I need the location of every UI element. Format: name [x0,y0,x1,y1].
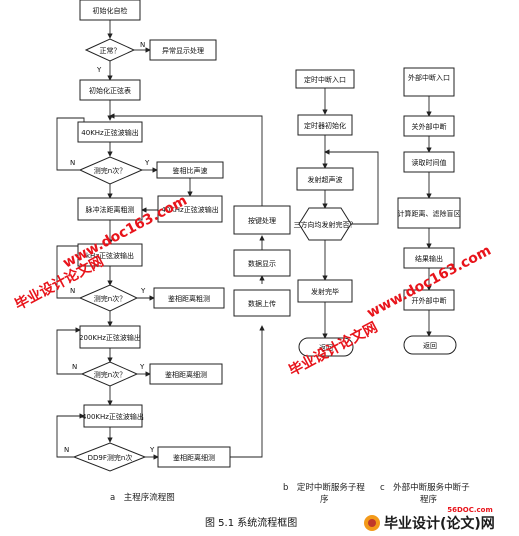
phase-coarse-node: 鉴相距离粗测 [153,287,225,309]
key-handle-label: 按键处理 [248,216,276,225]
measured-n2-no: N [70,287,75,295]
measured-n-no: N [70,159,75,167]
compute-node: 计算距离、滤除盲区 [397,197,461,229]
pulse-range-node: 脉冲法距离粗测 [77,197,143,221]
measured-n2-decision: 测完n次？ [78,284,139,312]
main-flow: 初始化自检 正常？ N Y 异常显示处理 初始化正弦表 40KHz正弦波输出 测… [56,0,291,472]
normal-decision: 正常？ [84,38,136,62]
timer-done-label: 发射完毕 [311,287,339,296]
send-node: 发射超声波 [296,167,354,191]
data-display-label: 数据显示 [248,259,276,268]
watermark-cn-1: 毕业设计论文网 [12,253,107,314]
phase-fine2-node: 鉴相距离细测 [157,446,231,468]
timer-return-node: 返回 [298,337,354,357]
sin40-out-label: 40KHz正弦波输出 [81,128,138,137]
khz-out-label: kHz正弦波输出 [86,251,134,260]
sin40-out-node: 40KHz正弦波输出 [77,121,143,143]
ext-open-node: 开外部中断 [403,289,455,311]
figure-title: 图 5.1 系统流程框图 [205,516,297,529]
sin40-out2-label: 40KHz正弦波输出 [161,205,218,214]
ext-entry-label: 外部中断入口 [408,73,450,82]
measured-n2-label: 测完n次？ [94,294,126,303]
ext-return-label: 返回 [423,342,437,350]
ext-open-label: 开外部中断 [412,296,447,305]
data-upload-label: 数据上传 [248,299,276,308]
measured-n3-yes: Y [139,363,145,371]
output-label: 结果输出 [415,254,443,263]
khz-out-node: kHz正弦波输出 [77,243,143,267]
phase-speed-node: 鉴相比声速 [156,161,224,179]
timer-done-node: 发射完毕 [297,279,353,303]
logo-main-text: 毕业设计(论文)网 [384,515,495,532]
ext-close-node: 关外部中断 [403,115,455,137]
measured-n3-no: N [72,363,77,371]
compute-label: 计算距离、滤除盲区 [398,209,461,218]
caption-c-line2: 程序 [420,494,438,505]
timer-flow: 定时中断入口 定时器初始化 发射超声波 三方向均发射完否？ 发射完毕 返回 [294,69,379,357]
ext-return-node: 返回 [403,335,457,355]
three-dir-decision: 三方向均发射完否？ [294,207,357,241]
timer-entry-node: 定时中断入口 [295,69,355,89]
phase-coarse-label: 鉴相距离粗测 [168,294,210,303]
measured-n-yes: Y [144,159,150,167]
phase-speed-label: 鉴相比声速 [173,166,208,175]
pulse-range-label: 脉冲法距离粗测 [86,205,135,214]
timer-init-node: 定时器初始化 [297,114,353,136]
caption-b-line2: 序 [320,494,329,505]
phase-fine-label: 鉴相距离细测 [165,370,207,379]
send-label: 发射超声波 [308,175,343,184]
measured-n-label: 测完n次？ [94,166,126,175]
caption-b-line1: b 定时中断服务子程 [283,482,365,493]
ext-close-label: 关外部中断 [412,122,447,131]
ext-entry-node: 外部中断入口 [403,67,455,97]
sin200-out-node: 200KHz正弦波输出 [79,325,141,349]
site-logo: 56DOC.com 毕业设计(论文)网 [364,506,495,532]
measured-n-decision: 测完n次？ [78,156,144,185]
timer-entry-label: 定时中断入口 [304,75,346,84]
data-display-node: 数据显示 [233,249,291,277]
caption-c-line1: c 外部中断服务中断子 [380,482,470,493]
three-dir-label: 三方向均发射完否？ [294,220,357,229]
measured-n3-label: 测完n次？ [94,370,126,379]
timer-return-label: 返回 [319,344,333,352]
key-handle-node: 按键处理 [233,205,291,235]
logo-top-text: 56DOC.com [447,506,493,514]
sin400-out-label: 400KHz正弦波输出 [82,412,144,421]
dd9f-yes: Y [149,446,155,454]
phase-fine2-label: 鉴相距离细测 [173,453,215,462]
sin400-out-node: 400KHz正弦波输出 [82,404,144,428]
init-table-node: 初始化正弦表 [79,79,141,101]
init-check-node: 初始化自检 [79,0,141,21]
data-upload-node: 数据上传 [233,289,291,317]
phase-fine-node: 鉴相距离细测 [149,363,223,385]
abnormal-node: 异常显示处理 [149,39,217,61]
sin40-out2-node: 40KHz正弦波输出 [157,195,223,223]
normal-no-label: N [140,41,145,49]
measured-n2-yes: Y [140,287,146,295]
normal-yes-label: Y [96,66,102,74]
output-node: 结果输出 [403,247,455,269]
sin200-out-label: 200KHz正弦波输出 [79,333,141,342]
caption-a: a 主程序流程图 [110,492,175,503]
dd9f-decision: DD9F测完n次 [72,442,147,472]
init-check-label: 初始化自检 [93,6,128,15]
abnormal-label: 异常显示处理 [162,46,204,55]
ext-flow: 外部中断入口 关外部中断 读取时间值 计算距离、滤除盲区 结果输出 开外部中断 … [397,67,461,355]
read-time-node: 读取时间值 [403,151,455,173]
normal-decision-label: 正常？ [100,46,121,55]
timer-init-label: 定时器初始化 [304,121,346,130]
init-table-label: 初始化正弦表 [89,86,131,95]
dd9f-no: N [64,446,69,454]
read-time-label: 读取时间值 [412,158,447,167]
measured-n3-decision: 测完n次？ [80,361,139,387]
dd9f-label: DD9F测完n次 [88,453,133,462]
